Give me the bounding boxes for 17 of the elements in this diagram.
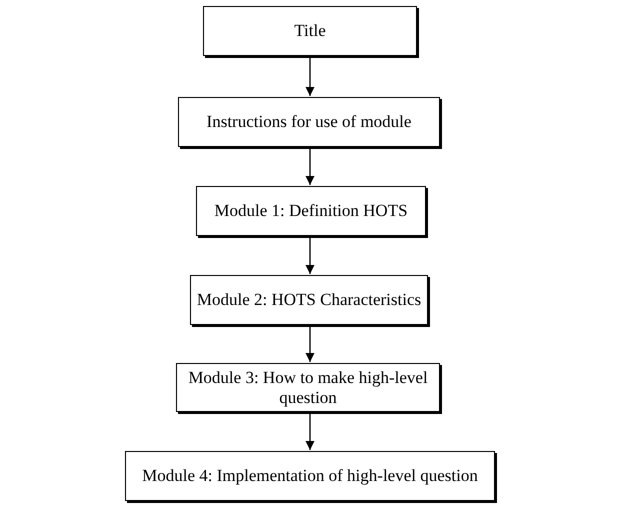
box-label: Module 3: How to make high-level question — [187, 368, 429, 408]
process-box — [125, 451, 495, 501]
process-box — [176, 363, 440, 412]
box-label: Instructions for use of module — [206, 112, 412, 132]
box-label: Module 2: HOTS Characteristics — [196, 290, 422, 310]
process-box — [190, 275, 428, 325]
arrow — [306, 414, 314, 450]
arrow — [306, 327, 314, 362]
process-box — [178, 97, 440, 147]
box-label: Module 4: Implementation of high-level question — [142, 466, 478, 486]
arrow — [306, 149, 314, 185]
process-box — [196, 186, 426, 236]
arrow — [306, 58, 314, 96]
box-label: Module 1: Definition HOTS — [214, 201, 408, 221]
arrow — [306, 238, 314, 274]
process-box — [203, 6, 417, 56]
box-label: Title — [294, 21, 326, 41]
